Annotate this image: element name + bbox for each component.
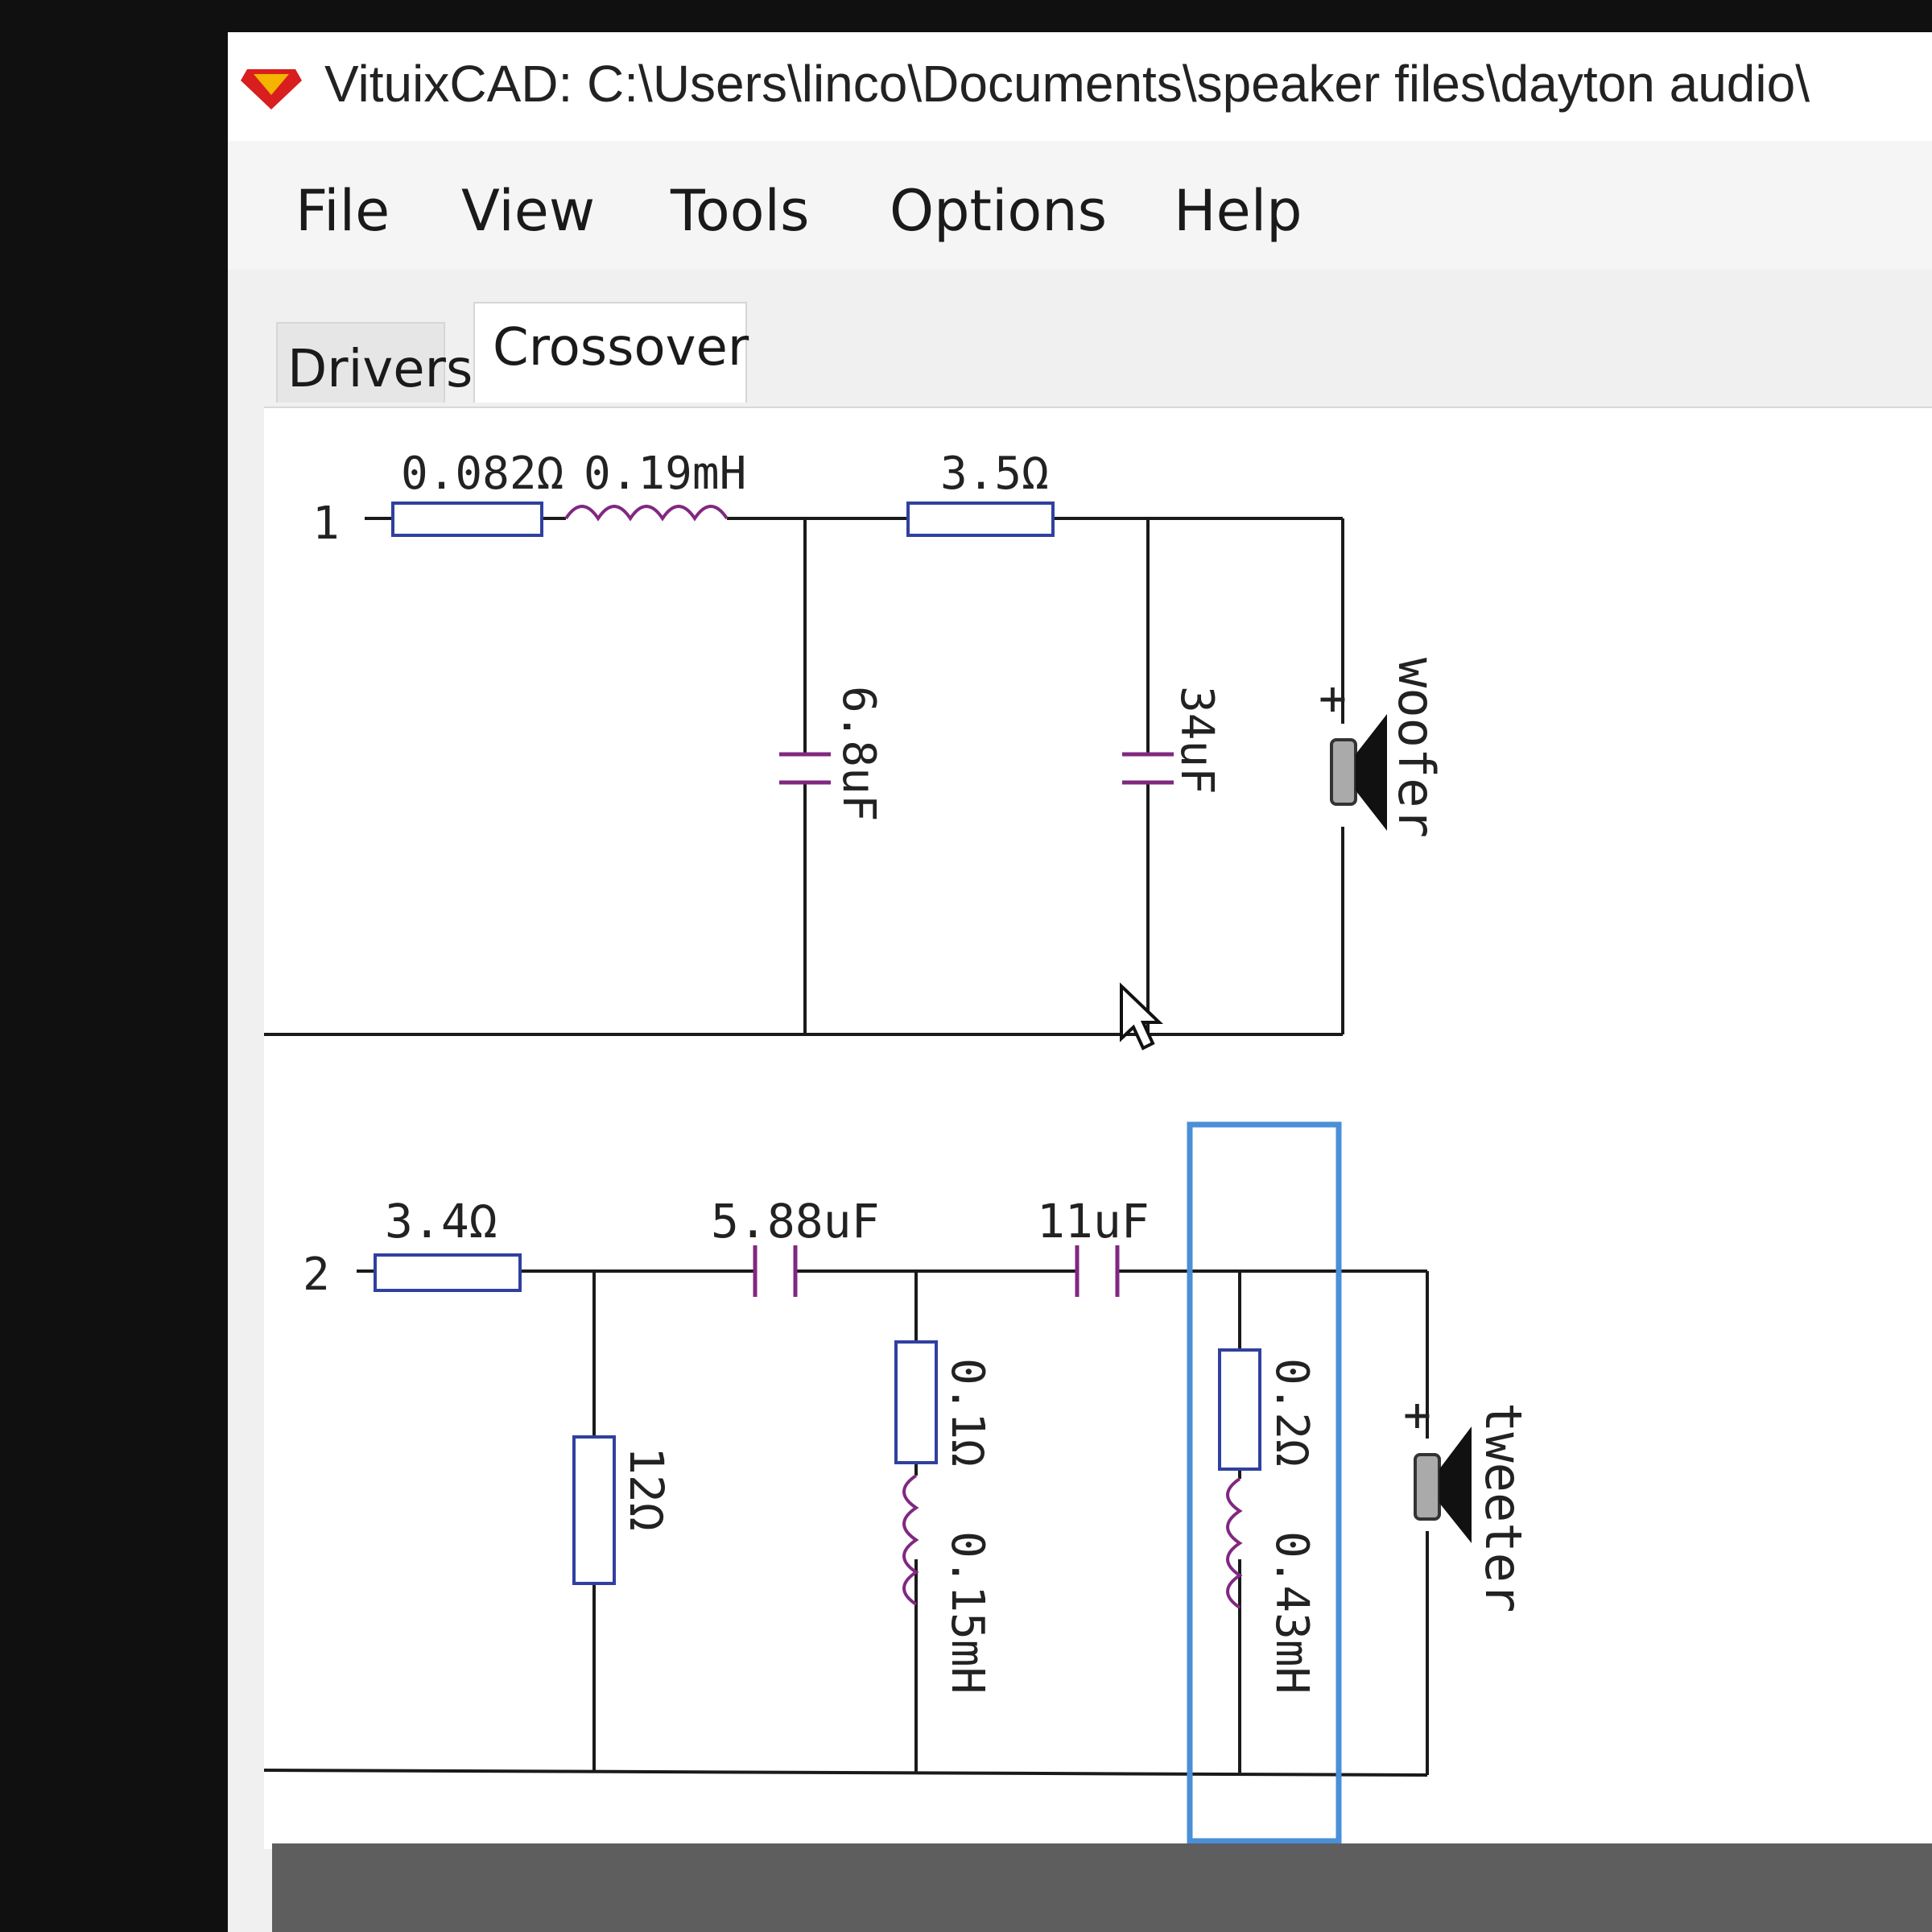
menu-view[interactable]: View [461, 178, 596, 244]
inductor-0.43mh[interactable] [1226, 1477, 1243, 1609]
vituixcad-app-icon [241, 69, 302, 109]
label-r2-1: 3.5Ω [940, 448, 1049, 500]
resistor-3.4-ohm[interactable] [374, 1253, 522, 1292]
label-r-shunt-12: 12Ω [619, 1447, 674, 1531]
woofer-plus-sign: + [1319, 671, 1347, 725]
capacitor-5.88uf[interactable] [753, 1245, 798, 1297]
selection-highlight-box [1187, 1121, 1342, 1844]
screen: VituixCAD: C:\Users\linco\Documents\spea… [228, 32, 1932, 1932]
label-tweeter: tweeter [1474, 1402, 1533, 1612]
label-r-series-2: 3.4Ω [385, 1194, 497, 1249]
label-c1: 6.8uF [832, 686, 885, 822]
window-title: VituixCAD: C:\Users\linco\Documents\spea… [324, 55, 1810, 113]
resistor-0.1-ohm[interactable] [894, 1340, 938, 1464]
label-c-series2: 11uF [1037, 1194, 1150, 1249]
menu-help[interactable]: Help [1174, 178, 1302, 244]
ground-wire [263, 1769, 1428, 1777]
bottom-panel [272, 1843, 1932, 1932]
port-label-1: 1 [312, 497, 340, 550]
tweeter-plus-sign: + [1403, 1387, 1431, 1442]
label-c2: 34uF [1170, 686, 1223, 795]
schematic-svg: 1 0.082Ω 0.19mH 3.5Ω 6.8uF 34uF + woofer… [263, 448, 1533, 1844]
label-r-shunt-0.2: 0.2Ω [1265, 1358, 1318, 1467]
menu-tools[interactable]: Tools [671, 178, 810, 244]
inductor-0.15mh[interactable] [902, 1474, 919, 1606]
capacitor-11uf[interactable] [1075, 1245, 1120, 1297]
resistor-0.082-ohm[interactable] [391, 502, 543, 537]
resistor-0.2-ohm[interactable] [1218, 1348, 1261, 1471]
label-l-series-1: 0.19mH [584, 448, 746, 500]
label-c-series1: 5.88uF [711, 1194, 880, 1249]
label-r-series-1: 0.082Ω [401, 448, 564, 500]
tweeter-driver-icon[interactable] [1414, 1426, 1472, 1543]
tab-crossover[interactable]: Crossover [473, 302, 749, 402]
label-l-shunt-0.43: 0.43mH [1265, 1531, 1318, 1694]
crossover-schematic-canvas[interactable]: 1 0.082Ω 0.19mH 3.5Ω 6.8uF 34uF + woofer… [263, 407, 1932, 1849]
label-l-shunt-0.15: 0.15mH [941, 1531, 993, 1694]
mouse-cursor-icon [1120, 982, 1163, 1051]
woofer-driver-icon[interactable] [1330, 714, 1387, 831]
resistor-12-ohm[interactable] [572, 1435, 616, 1585]
menu-bar: File View Tools Options Help [228, 141, 1932, 270]
menu-options[interactable]: Options [890, 178, 1108, 244]
menu-file[interactable]: File [295, 178, 390, 244]
label-r-shunt-0.1: 0.1Ω [941, 1358, 993, 1467]
resistor-3.5-ohm[interactable] [906, 502, 1055, 537]
inductor-0.19mh[interactable] [564, 505, 729, 522]
title-bar: VituixCAD: C:\Users\linco\Documents\spea… [228, 32, 1932, 141]
tab-drivers[interactable]: Drivers [276, 322, 473, 402]
capacitor-34uf[interactable] [1122, 752, 1174, 785]
label-woofer: woofer [1387, 658, 1446, 838]
capacitor-6.8uf[interactable] [779, 752, 831, 785]
tab-strip: Drivers Crossover [228, 270, 1932, 407]
port-label-2: 2 [303, 1249, 330, 1301]
